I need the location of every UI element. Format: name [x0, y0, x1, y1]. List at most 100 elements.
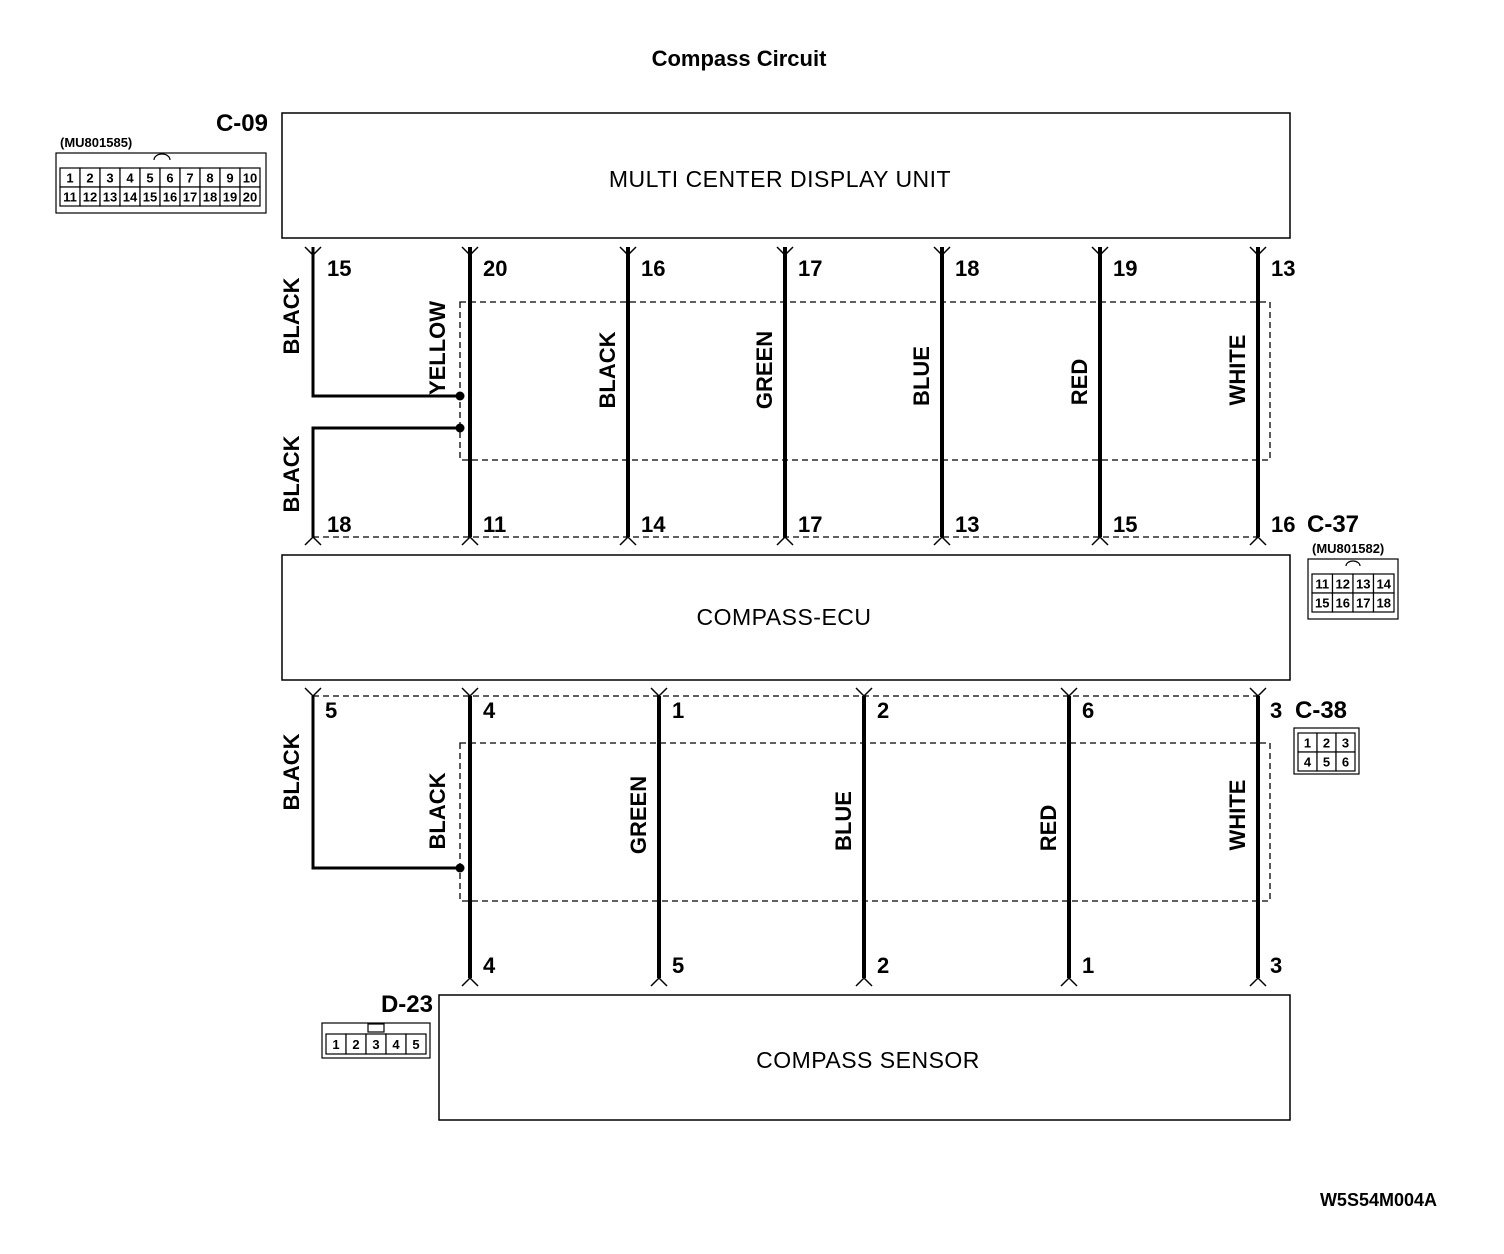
pin-cell-label: 1 [1304, 736, 1311, 751]
pin-cell-label: 13 [1356, 577, 1370, 592]
pin-number: 1 [672, 698, 684, 723]
pin-cell-label: 2 [352, 1037, 359, 1052]
pin-number: 4 [483, 953, 496, 978]
wire-color-label: RED [1067, 359, 1092, 405]
pin-cell-label: 2 [86, 171, 93, 186]
pin-number: 1 [1082, 953, 1094, 978]
pin-cell-label: 3 [1342, 736, 1349, 751]
ground-wire-black-5 [311, 696, 460, 870]
pin-cell-label: 18 [203, 190, 217, 205]
compass-sensor: COMPASS SENSOR [438, 994, 1291, 1121]
pin-cell-label: 11 [63, 190, 77, 205]
pin-cell-label: 17 [183, 190, 197, 205]
pin-cell-label: 19 [223, 190, 237, 205]
pin-cell-label: 5 [146, 171, 153, 186]
pin-number: 11 [483, 512, 506, 537]
pin-number: 2 [877, 953, 889, 978]
wire-color-label: WHITE [1225, 780, 1250, 851]
pin-cell-label: 6 [166, 171, 173, 186]
pin-cell-label: 4 [392, 1037, 400, 1052]
pin-cell-label: 12 [1336, 577, 1350, 592]
splice-point [455, 423, 465, 433]
connector-id: C-37 [1307, 511, 1359, 538]
wire-color-label: YELLOW [425, 301, 450, 395]
pin-number: 13 [1271, 256, 1295, 281]
pin-cell-label: 6 [1342, 755, 1349, 770]
pin-cell-label: 16 [1336, 596, 1350, 611]
pin-cell [239, 186, 261, 207]
part-number: (MU801585) [60, 135, 132, 150]
pin-cell-label: 10 [243, 171, 257, 186]
pin-number: 16 [641, 256, 665, 281]
wire-color-label: BLACK [279, 277, 304, 354]
wire-color-label: GREEN [752, 331, 777, 409]
pin-cell-label: 15 [143, 190, 157, 205]
pin-cell-label: 14 [123, 190, 138, 205]
pin-cell-label: 2 [1323, 736, 1330, 751]
c37-terminals [304, 535, 1267, 546]
pin-number: 14 [641, 512, 666, 537]
pin-number: 4 [483, 698, 496, 723]
compass-ecu-label: COMPASS-ECU [696, 604, 871, 630]
wire-color-label: GREEN [626, 776, 651, 854]
c38-terminals [304, 687, 1267, 698]
pin-number: 18 [955, 256, 979, 281]
pin-cell-label: 1 [66, 171, 73, 186]
d23-terminals [461, 976, 1267, 987]
pin-cell-label: 20 [243, 190, 257, 205]
compass-sensor-label: COMPASS SENSOR [756, 1047, 980, 1073]
pin-cell-label: 14 [1377, 577, 1392, 592]
part-number: (MU801582) [1312, 541, 1384, 556]
pin-cell-label: 8 [206, 171, 213, 186]
pin-cell-label: 3 [106, 171, 113, 186]
pin-cell-label: 4 [126, 171, 134, 186]
compass-ecu: COMPASS-ECU [281, 554, 1291, 681]
pin-number: 3 [1270, 953, 1282, 978]
wire-color-label: BLACK [279, 733, 304, 810]
pin-number: 17 [798, 256, 822, 281]
multi-center-display-unit: MULTI CENTER DISPLAY UNIT [281, 112, 1291, 239]
drawing-code: W5S54M004A [1320, 1190, 1437, 1210]
pin-cell-label: 5 [412, 1037, 419, 1052]
pin-cell [1372, 592, 1395, 613]
pin-cell-label: 13 [103, 190, 117, 205]
pin-number: 15 [327, 256, 351, 281]
pin-cell [1335, 751, 1356, 772]
pin-number: 17 [798, 512, 822, 537]
pin-number: 13 [955, 512, 979, 537]
c09-terminals [304, 246, 1267, 257]
pin-number: 3 [1270, 698, 1282, 723]
pin-cell-label: 5 [1323, 755, 1330, 770]
wire-color-label: RED [1036, 805, 1061, 851]
wire-color-label: WHITE [1225, 335, 1250, 406]
pin-number: 16 [1271, 512, 1295, 537]
pin-cell-label: 16 [163, 190, 177, 205]
lower-wire-group [311, 696, 1260, 978]
wire-color-label: BLUE [831, 791, 856, 851]
pin-number: 2 [877, 698, 889, 723]
splice-point [455, 863, 465, 873]
ground-wire-black-15 [311, 247, 460, 398]
pin-cell-label: 3 [372, 1037, 379, 1052]
pin-number: 18 [327, 512, 351, 537]
pin-cell-label: 1 [332, 1037, 339, 1052]
pin-cell-label: 18 [1377, 596, 1391, 611]
connector-id: C-09 [216, 110, 268, 137]
pin-number: 6 [1082, 698, 1094, 723]
pin-number: 5 [325, 698, 337, 723]
pin-cell-label: 11 [1315, 577, 1329, 592]
upper-shield [459, 301, 1271, 461]
wire-color-label: BLACK [279, 435, 304, 512]
pin-number: 19 [1113, 256, 1137, 281]
pin-cell-label: 7 [186, 171, 193, 186]
wire-color-label: BLUE [909, 346, 934, 406]
pin-cell-label: 4 [1304, 755, 1312, 770]
